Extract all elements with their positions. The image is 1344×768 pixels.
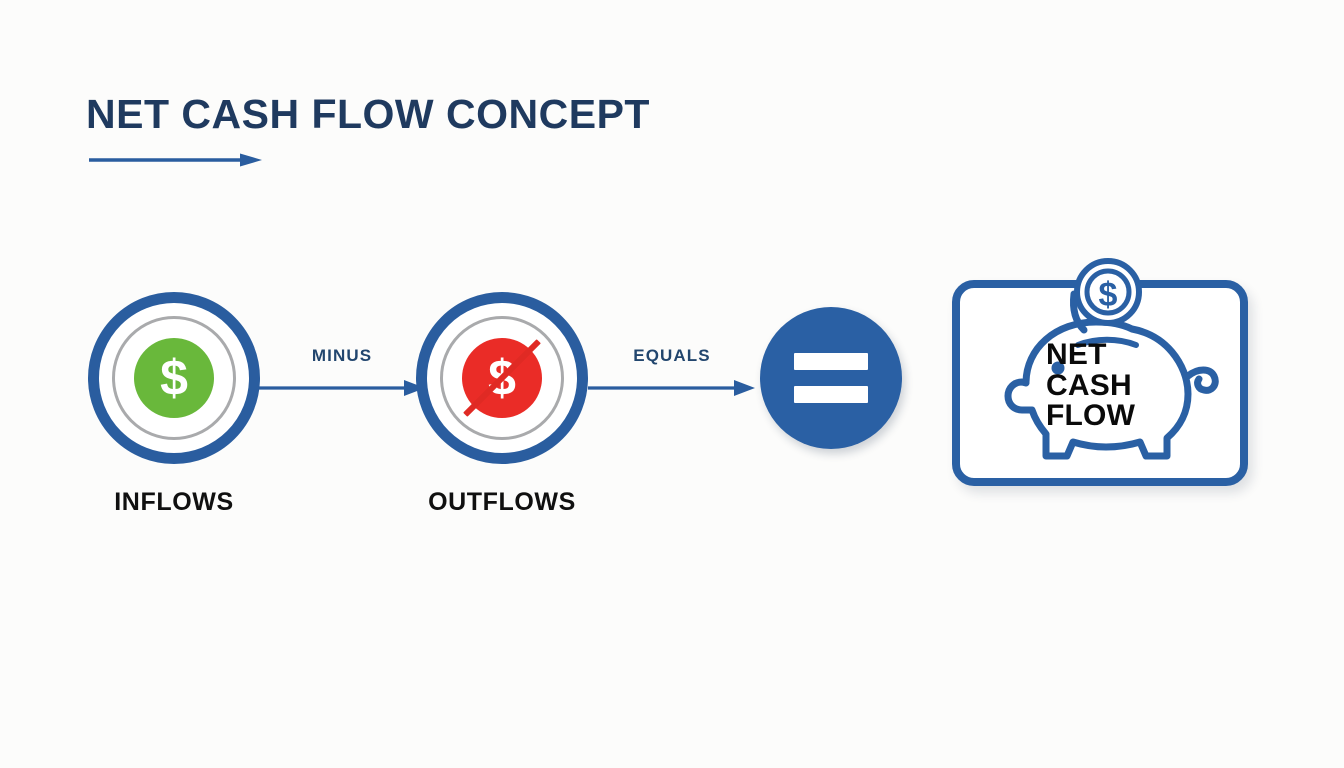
coin-dollar-icon: $ bbox=[1074, 258, 1142, 326]
connector-equals: EQUALS bbox=[588, 346, 756, 412]
dollar-coin-green-icon: $ bbox=[134, 338, 214, 418]
inflows-inner-ring: $ bbox=[112, 316, 236, 440]
piggy-eye-icon bbox=[1051, 361, 1065, 375]
net-cash-flow-card[interactable]: $ NET CASH FLOW bbox=[952, 258, 1248, 486]
outflows-caption: OUTFLOWS bbox=[428, 488, 576, 516]
net-cash-flow-line-2: CASH bbox=[1046, 368, 1132, 402]
connector-equals-label: EQUALS bbox=[633, 346, 711, 365]
net-cash-flow-line-3: FLOW bbox=[1046, 399, 1136, 433]
net-cash-flow-line-1: NET bbox=[1046, 338, 1107, 371]
outflows-ring: $ bbox=[416, 292, 588, 464]
connector-minus: MINUS bbox=[258, 346, 426, 412]
title-underline-arrow bbox=[89, 153, 262, 167]
equals-bar-bottom bbox=[794, 386, 868, 403]
svg-text:$: $ bbox=[1099, 276, 1118, 314]
arrow-right-icon bbox=[258, 380, 425, 396]
page-title: NET CASH FLOW CONCEPT bbox=[86, 91, 650, 137]
inflows-caption: INFLOWS bbox=[114, 488, 234, 516]
outflows-inner-ring: $ bbox=[440, 316, 564, 440]
dollar-coin-red-struck-icon: $ bbox=[462, 338, 542, 418]
equals-sign-icon bbox=[760, 307, 902, 449]
net-cash-flow-label: NET CASH FLOW bbox=[1046, 338, 1136, 433]
flow-node-inflows[interactable]: $ INFLOWS bbox=[88, 292, 260, 516]
connector-minus-label: MINUS bbox=[311, 346, 373, 365]
equals-bar-top bbox=[794, 353, 868, 370]
dollar-glyph: $ bbox=[160, 350, 188, 406]
inflows-ring: $ bbox=[88, 292, 260, 464]
flow-node-outflows[interactable]: $ OUTFLOWS bbox=[416, 292, 588, 516]
piggy-bank-icon: $ bbox=[1004, 258, 1219, 460]
arrow-right-icon bbox=[588, 380, 755, 396]
title-block: NET CASH FLOW CONCEPT bbox=[86, 94, 650, 172]
